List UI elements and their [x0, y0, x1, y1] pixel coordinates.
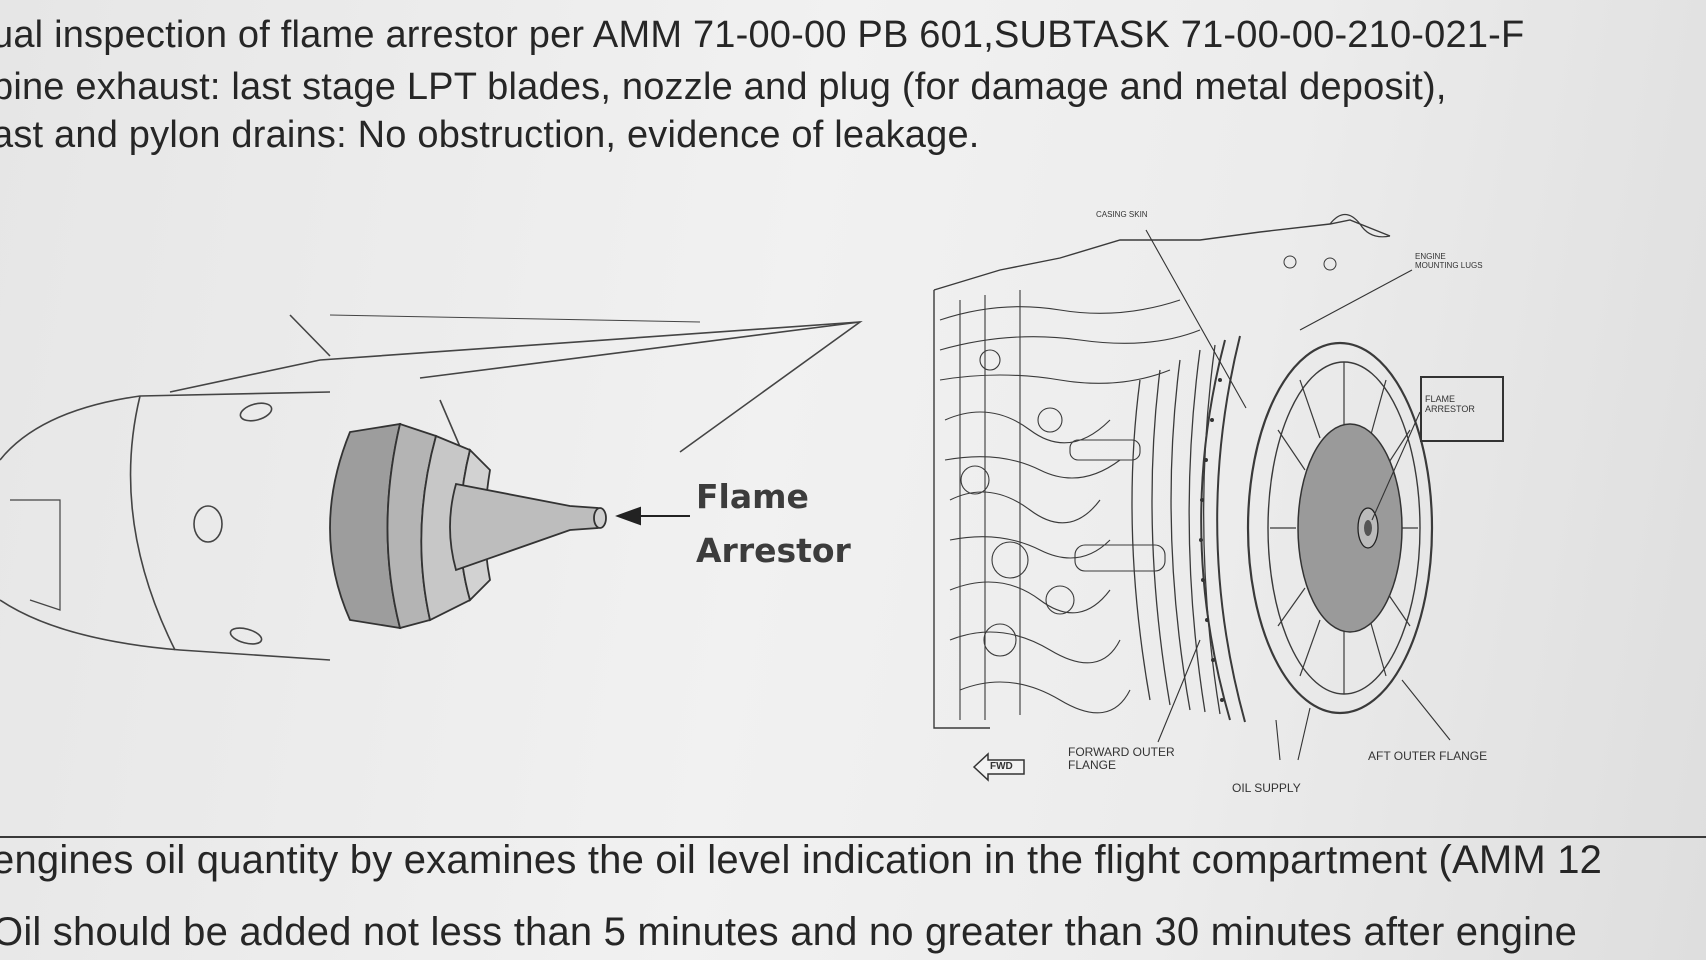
flame-arrestor-pointer [615, 506, 690, 526]
doc-line-4: engines oil quantity by examines the oil… [0, 838, 1603, 882]
doc-line-3: ast and pylon drains: No obstruction, ev… [0, 114, 980, 156]
callout-line-1: Flame [696, 477, 809, 516]
label-oil-supply: OIL SUPPLY [1232, 781, 1301, 795]
callout-line-2: Arrestor [696, 531, 851, 570]
section-divider [0, 836, 1706, 838]
label-engine-mounting-lugs: ENGINE MOUNTING LUGS [1415, 252, 1483, 270]
engine-detail-drawing [933, 213, 1434, 729]
label-fwd: FWD [990, 761, 1013, 772]
label-casing-skin: CASING SKIN [1096, 210, 1148, 219]
exhaust-nozzle [329, 422, 607, 630]
leader-lines [1145, 229, 1451, 761]
flame-arrestor-box: FLAME ARRESTOR [1420, 376, 1504, 442]
label-forward-outer-flange: FORWARD OUTER FLANGE [1068, 745, 1175, 772]
fwd-arrow-icon [972, 752, 1025, 782]
label-aft-outer-flange: AFT OUTER FLANGE [1368, 749, 1488, 763]
label-flame-arrestor: FLAME ARRESTOR [1425, 394, 1475, 414]
doc-line-1: ual inspection of flame arrestor per AMM… [0, 14, 1525, 56]
fwd-arrow: FWD [972, 752, 1026, 782]
doc-line-5: Oil should be added not less than 5 minu… [0, 910, 1578, 954]
doc-line-2: bine exhaust: last stage LPT blades, noz… [0, 66, 1447, 108]
flame-arrestor-callout: Flame Arrestor [696, 470, 851, 578]
